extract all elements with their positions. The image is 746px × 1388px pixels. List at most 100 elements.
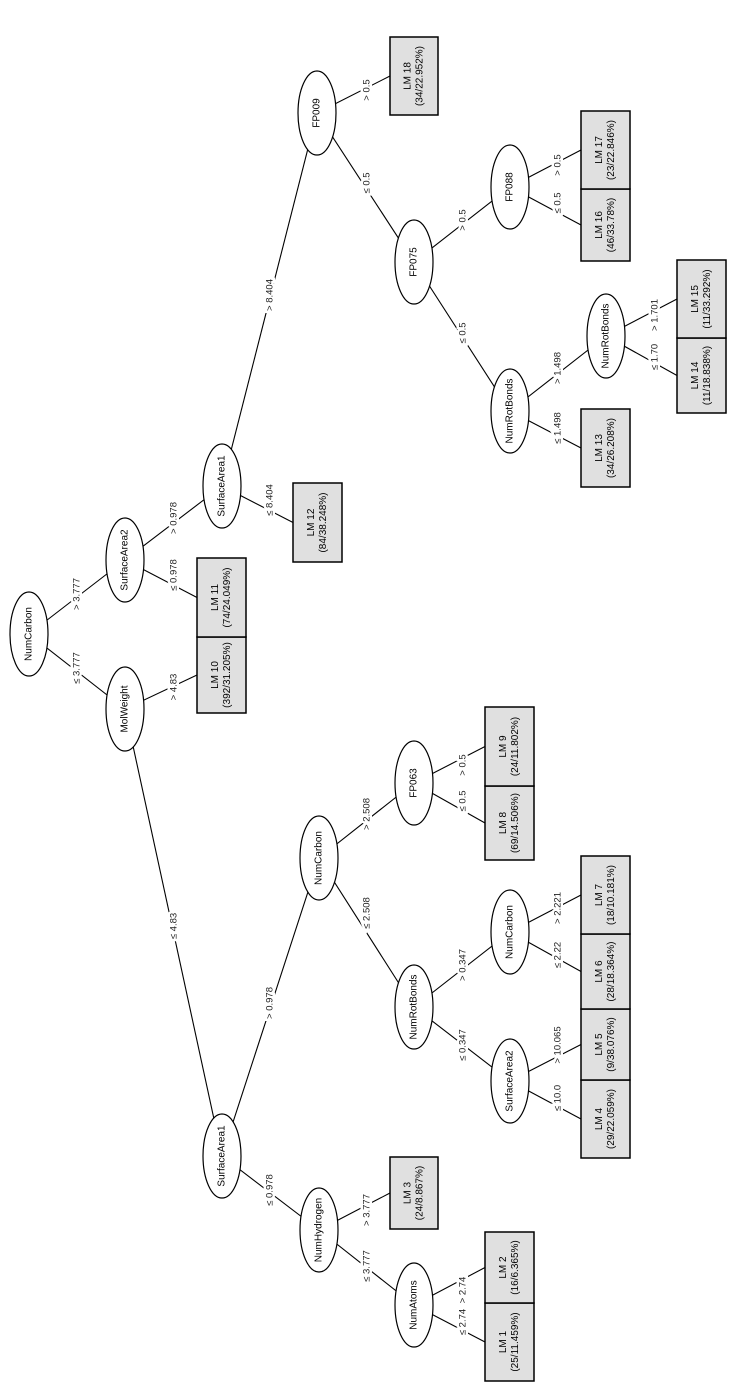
split-node-na[interactable]: NumAtoms: [394, 1262, 434, 1348]
edge-condition-label: > 0.5: [458, 209, 469, 230]
leaf-lm5[interactable]: LM 5(9/38.076%): [580, 1008, 631, 1081]
leaf-model-label: LM 3: [403, 1181, 414, 1204]
leaf-box: [580, 188, 631, 262]
node-attribute-label: NumCarbon: [314, 831, 325, 885]
leaf-stats: (46/33.78%): [606, 198, 617, 252]
leaf-lm3[interactable]: LM 3(24/8.867%): [389, 1156, 439, 1230]
leaf-model-label: LM 16: [594, 211, 605, 239]
node-ellipse: [586, 293, 626, 379]
leaf-model-label: LM 8: [498, 811, 509, 834]
leaf-lm9[interactable]: LM 9(24/11.802%): [484, 706, 535, 787]
leaf-lm17[interactable]: LM 17(23/22.846%): [580, 110, 631, 190]
node-attribute-label: NumRotBonds: [505, 378, 516, 443]
split-node-sa1b[interactable]: SurfaceArea1: [202, 1113, 242, 1199]
node-attribute-label: SurfaceArea2: [505, 1050, 516, 1112]
leaf-stats: (24/11.802%): [510, 717, 521, 776]
split-node-fp063[interactable]: FP063: [394, 740, 434, 826]
leaf-lm10[interactable]: LM 10(392/31.205%): [196, 636, 247, 714]
leaf-lm14[interactable]: LM 14(11/18.838%): [676, 337, 727, 414]
node-ellipse: [105, 666, 145, 752]
edge-condition-label: > 0.5: [362, 79, 373, 100]
leaf-box: [484, 1302, 535, 1382]
edge-condition-label: > 10.065: [553, 1026, 564, 1063]
split-node-fp075[interactable]: FP075: [394, 219, 434, 305]
split-node-nh[interactable]: NumHydrogen: [299, 1187, 339, 1273]
node-attribute-label: NumAtoms: [409, 1280, 420, 1329]
leaf-stats: (9/38.076%): [606, 1017, 617, 1071]
edge-condition-label: > 0.347: [458, 949, 469, 981]
split-node-nrb3[interactable]: NumRotBonds: [394, 964, 434, 1050]
leaf-stats: (29/22.059%): [606, 1089, 617, 1149]
leaf-lm2[interactable]: LM 2(16/6.365%): [484, 1231, 535, 1304]
leaf-stats: (34/22.952%): [415, 46, 426, 106]
split-node-nc3[interactable]: NumCarbon: [490, 889, 530, 975]
leaf-box: [484, 706, 535, 787]
leaf-lm12[interactable]: LM 12(84/38.248%): [292, 482, 343, 563]
edge-condition-label: > 0.978: [265, 987, 276, 1019]
node-attribute-label: FP075: [409, 247, 420, 277]
leaf-model-label: LM 2: [498, 1256, 509, 1279]
leaf-stats: (23/22.846%): [606, 120, 617, 180]
node-ellipse: [394, 964, 434, 1050]
leaf-box: [580, 933, 631, 1010]
split-node-sa1a[interactable]: SurfaceArea1: [202, 443, 242, 529]
leaf-lm6[interactable]: LM 6(28/18.364%): [580, 933, 631, 1010]
leaf-lm7[interactable]: LM 7(18/10.181%): [580, 855, 631, 935]
edge-condition-label: ≤ 1.70: [650, 344, 661, 370]
leaf-stats: (11/33.292%): [702, 269, 713, 328]
node-ellipse: [490, 368, 530, 454]
leaf-lm4[interactable]: LM 4(29/22.059%): [580, 1079, 631, 1159]
leaf-stats: (11/18.838%): [702, 346, 713, 405]
leaf-lm8[interactable]: LM 8(69/14.506%): [484, 785, 535, 861]
edge-condition-label: ≤ 4.83: [169, 913, 180, 939]
split-node-sa2a[interactable]: SurfaceArea2: [105, 517, 145, 603]
edge-line: [124, 708, 223, 1157]
leaf-box: [676, 259, 727, 339]
leaf-model-label: LM 1: [498, 1330, 509, 1353]
leaf-lm18[interactable]: LM 18(34/22.952%): [389, 36, 439, 116]
edge-condition-label: ≤ 0.347: [458, 1029, 469, 1061]
leaf-stats: (84/38.248%): [318, 492, 329, 552]
node-ellipse: [297, 70, 337, 156]
split-node-sa2b[interactable]: SurfaceArea2: [490, 1038, 530, 1124]
split-node-mw[interactable]: MolWeight: [105, 666, 145, 752]
leaf-lm11[interactable]: LM 11(74/24.049%): [196, 557, 247, 638]
edge-condition-label: > 2.221: [553, 892, 564, 924]
leaf-stats: (69/14.506%): [510, 793, 521, 853]
node-attribute-label: FP009: [312, 98, 323, 128]
leaf-stats: (74/24.049%): [222, 567, 233, 627]
edge-condition-label: ≤ 2.508: [362, 897, 373, 929]
split-node-root[interactable]: NumCarbon: [9, 591, 49, 677]
node-ellipse: [299, 815, 339, 901]
split-node-fp009[interactable]: FP009: [297, 70, 337, 156]
leaf-model-label: LM 10: [210, 661, 221, 689]
leaf-stats: (18/10.181%): [606, 865, 617, 925]
node-attribute-label: NumRotBonds: [601, 303, 612, 368]
leaf-box: [580, 110, 631, 190]
split-node-fp088[interactable]: FP088: [490, 144, 530, 230]
node-ellipse: [299, 1187, 339, 1273]
leaf-lm13[interactable]: LM 13(34/26.208%): [580, 408, 631, 488]
node-attribute-label: NumRotBonds: [409, 974, 420, 1039]
leaf-box: [580, 408, 631, 488]
node-attribute-label: FP063: [409, 768, 420, 798]
leaf-model-label: LM 6: [594, 960, 605, 983]
split-node-nrb1[interactable]: NumRotBonds: [490, 368, 530, 454]
split-node-nrb2[interactable]: NumRotBonds: [586, 293, 626, 379]
leaf-model-label: LM 13: [594, 434, 605, 462]
leaf-lm16[interactable]: LM 16(46/33.78%): [580, 188, 631, 262]
edge-condition-label: > 0.5: [553, 154, 564, 175]
edge-line: [413, 261, 511, 412]
edge-condition-label: ≤ 0.978: [265, 1174, 276, 1206]
split-node-nc2[interactable]: NumCarbon: [299, 815, 339, 901]
node-ellipse: [394, 740, 434, 826]
leaf-model-label: LM 4: [594, 1107, 605, 1130]
edge-condition-label: ≤ 0.978: [169, 559, 180, 591]
edge-condition-label: > 1.498: [553, 352, 564, 384]
edge-condition-label: > 8.404: [265, 279, 276, 311]
node-attribute-label: SurfaceArea1: [217, 455, 228, 517]
leaf-lm15[interactable]: LM 15(11/33.292%): [676, 259, 727, 339]
leaf-lm1[interactable]: LM 1(25/11.459%): [484, 1302, 535, 1382]
edge-condition-label: ≤ 3.777: [362, 1250, 373, 1282]
edge-condition-label: > 1.701: [650, 299, 661, 331]
